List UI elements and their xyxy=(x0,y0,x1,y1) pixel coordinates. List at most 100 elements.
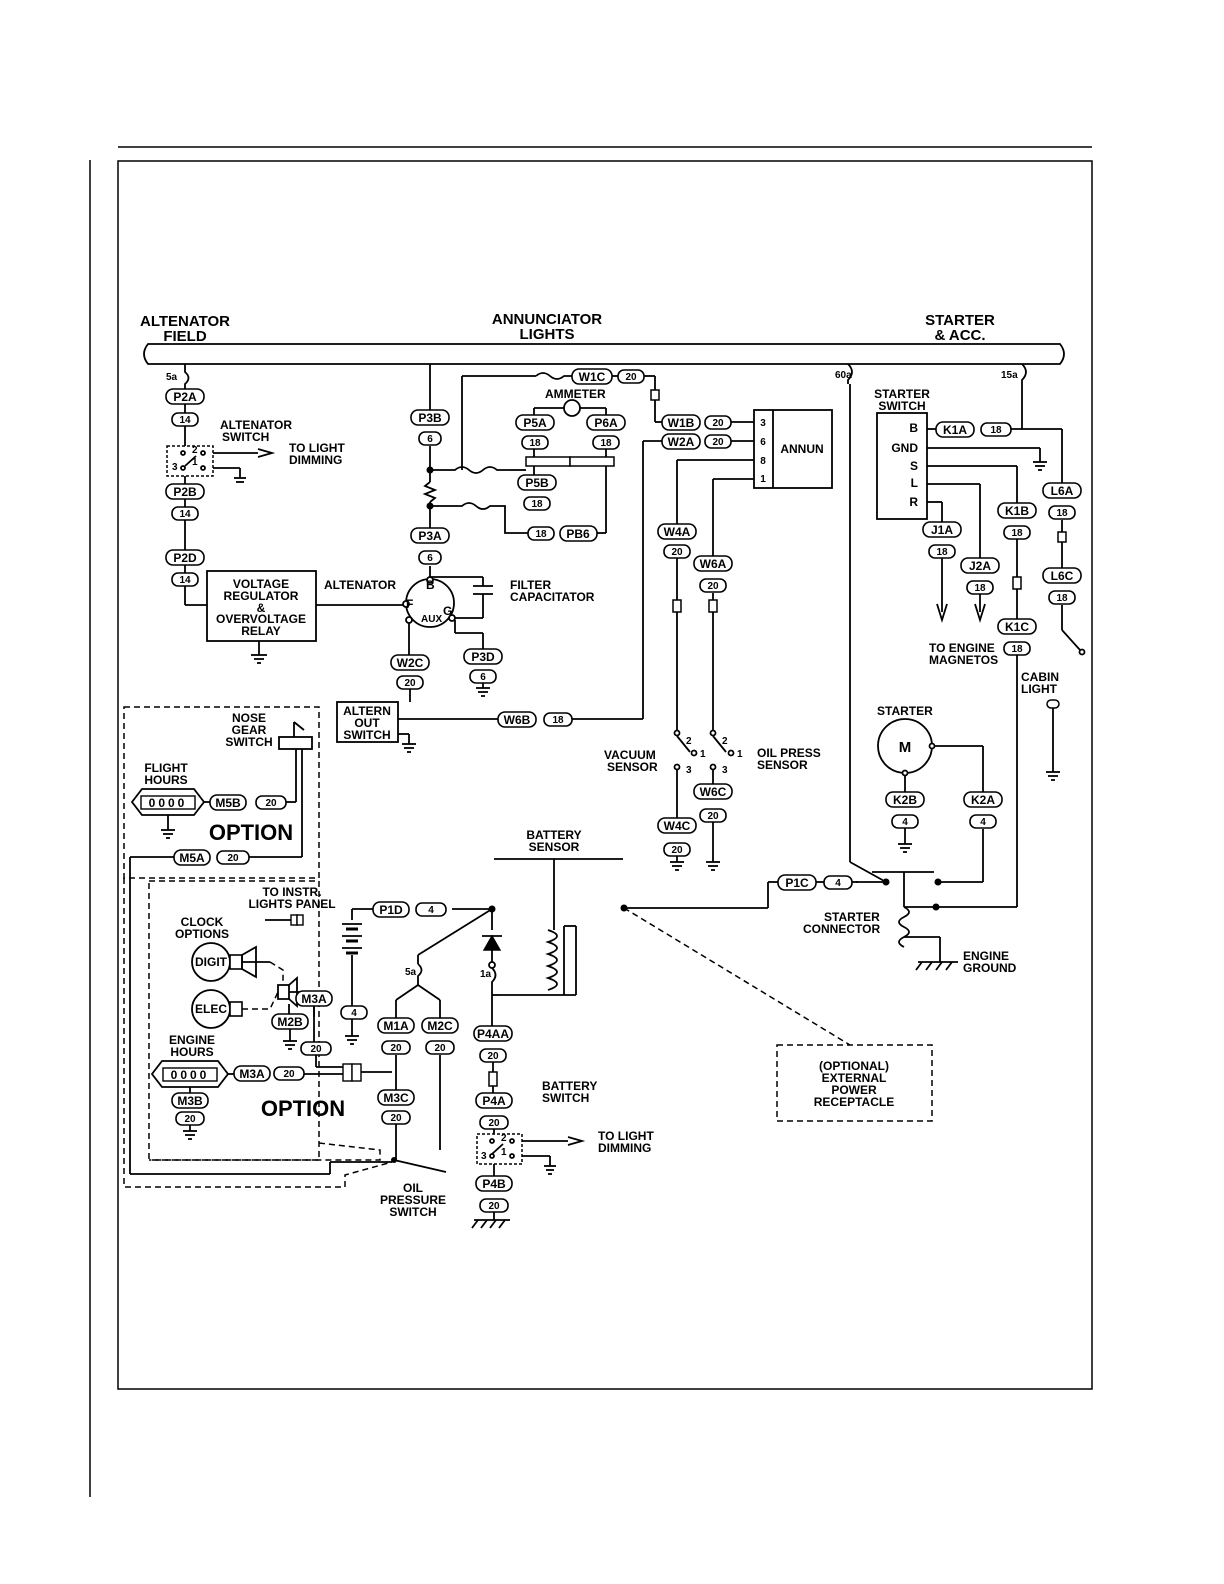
vacuum-sensor-label-2: SENSOR xyxy=(607,760,658,774)
svg-text:4: 4 xyxy=(835,878,841,889)
svg-text:14: 14 xyxy=(179,415,191,426)
svg-text:M5B: M5B xyxy=(215,796,241,810)
main-bus-bar xyxy=(143,343,1065,365)
svg-text:1: 1 xyxy=(501,1147,507,1158)
svg-text:14: 14 xyxy=(179,575,191,586)
wire-tag-W6A: W6A 20 xyxy=(693,555,733,593)
svg-text:20: 20 xyxy=(625,372,637,383)
svg-text:20: 20 xyxy=(310,1044,322,1055)
starter-connector-label-2: CONNECTOR xyxy=(803,922,880,936)
svg-text:K1B: K1B xyxy=(1005,504,1029,518)
svg-text:P2B: P2B xyxy=(173,485,197,499)
battery-sensor-label-1: BATTERY xyxy=(526,828,581,842)
svg-text:W6C: W6C xyxy=(700,785,727,799)
wire-tag-W4C: W4C 20 xyxy=(657,817,697,871)
header-alt-field-1: ALTENATOR xyxy=(140,313,230,330)
svg-text:M3B: M3B xyxy=(177,1094,203,1108)
svg-text:3: 3 xyxy=(686,765,692,776)
svg-text:4: 4 xyxy=(351,1008,357,1019)
starter-motor: M xyxy=(877,718,984,886)
wire-tag-M5A: M5A 20 xyxy=(129,849,392,1175)
oil-press-sensor-label-1: OIL PRESS xyxy=(757,746,821,760)
wire-tag-W4A: W4A 20 xyxy=(657,523,697,559)
wire-tag-P2D: P2D 14 xyxy=(165,549,205,587)
svg-text:20: 20 xyxy=(227,853,239,864)
svg-text:1: 1 xyxy=(737,749,743,760)
svg-text:W1C: W1C xyxy=(579,370,606,384)
starter-connector-label-1: STARTER xyxy=(824,910,880,924)
to-light-dimming-1a: TO LIGHT xyxy=(289,441,345,455)
svg-text:18: 18 xyxy=(1056,508,1068,519)
vacuum-sensor-label-1: VACUUM xyxy=(604,748,656,762)
svg-text:REGULATOR: REGULATOR xyxy=(224,589,299,603)
engine-hours-meter: 0000 xyxy=(150,1060,234,1088)
svg-text:L6C: L6C xyxy=(1051,569,1074,583)
svg-text:P4AA: P4AA xyxy=(477,1027,509,1041)
svg-text:P2A: P2A xyxy=(173,390,197,404)
ammeter xyxy=(525,399,615,534)
external-power-receptacle xyxy=(776,1044,933,1122)
battery-switch-label-2: SWITCH xyxy=(542,1091,589,1105)
breaker-5a-label: 5a xyxy=(166,372,178,383)
wire-tag-P3A: P3A 6 xyxy=(410,527,450,565)
svg-text:60a: 60a xyxy=(835,370,852,381)
svg-text:P5A: P5A xyxy=(523,416,547,430)
svg-text:P3A: P3A xyxy=(418,529,442,543)
nose-gear-switch-label-1: NOSE xyxy=(232,711,266,725)
svg-text:P3D: P3D xyxy=(471,650,495,664)
svg-text:S: S xyxy=(910,459,918,473)
svg-text:20: 20 xyxy=(712,437,724,448)
svg-text:6: 6 xyxy=(760,437,766,448)
svg-text:20: 20 xyxy=(265,798,277,809)
ext-power-label-3: POWER xyxy=(831,1083,877,1097)
wire-tag-K1C: K1C 18 xyxy=(932,618,1037,911)
svg-text:M3A: M3A xyxy=(301,992,327,1006)
svg-text:&: & xyxy=(257,601,266,615)
svg-text:20: 20 xyxy=(404,678,416,689)
alternator-feed-wiring xyxy=(398,364,754,720)
svg-text:2: 2 xyxy=(722,736,728,747)
svg-text:P6A: P6A xyxy=(594,416,618,430)
svg-text:SWITCH: SWITCH xyxy=(343,728,390,742)
svg-text:18: 18 xyxy=(990,425,1002,436)
breaker-5a-bat-label: 5a xyxy=(405,967,417,978)
starter-switch: B GND S L R xyxy=(876,412,1047,558)
option-label-2: OPTION xyxy=(261,1096,345,1121)
svg-text:20: 20 xyxy=(488,1201,500,1212)
wire-tag-P6A: P6A 18 xyxy=(586,414,626,450)
oil-press-sensor-label-2: SENSOR xyxy=(757,758,808,772)
svg-text:20: 20 xyxy=(434,1043,446,1054)
to-engine-magnetos-1: TO ENGINE xyxy=(929,641,995,655)
svg-text:L6A: L6A xyxy=(1051,484,1074,498)
option-box-clock-hours xyxy=(148,880,320,1161)
svg-text:W4A: W4A xyxy=(664,525,691,539)
svg-text:M: M xyxy=(899,739,912,756)
svg-text:20: 20 xyxy=(671,845,683,856)
svg-text:8: 8 xyxy=(760,456,766,467)
wire-tag-M3A-20: 20 xyxy=(300,1041,343,1068)
breaker-15a-symbol xyxy=(1021,363,1027,384)
wire-tag-PB6: 18 PB6 xyxy=(527,525,598,542)
oil-pressure-switch xyxy=(391,1157,447,1173)
svg-text:B: B xyxy=(426,578,435,592)
wire-tag-P5A: P5A 18 xyxy=(515,414,555,450)
svg-text:4: 4 xyxy=(902,817,908,828)
wire-tag-W2C: W2C 20 xyxy=(390,654,430,702)
svg-text:18: 18 xyxy=(1011,528,1023,539)
wire-tag-P4AA: P4AA 20 xyxy=(473,1025,513,1093)
diagram-frame xyxy=(117,160,1093,1390)
svg-text:P1C: P1C xyxy=(785,876,809,890)
alternator-switch-label-1: ALTENATOR xyxy=(220,418,292,432)
header-starter-1: STARTER xyxy=(925,312,995,329)
svg-text:20: 20 xyxy=(707,581,719,592)
wire-tag-W6C: W6C 20 xyxy=(693,783,733,871)
flight-hours-label-1: FLIGHT xyxy=(144,761,188,775)
starter-switch-label-2: SWITCH xyxy=(878,399,925,413)
wire-tag-L6C: L6C 18 xyxy=(1042,567,1082,605)
svg-text:18: 18 xyxy=(600,438,612,449)
svg-text:20: 20 xyxy=(184,1114,196,1125)
annunciator-block: 3 6 8 1 ANNUN xyxy=(753,409,833,489)
wire-tag-P5B: P5B 18 xyxy=(517,474,557,511)
wire-tag-M3A: M3A xyxy=(295,990,333,1042)
wire-tag-M5B: M5B 20 xyxy=(209,794,287,811)
